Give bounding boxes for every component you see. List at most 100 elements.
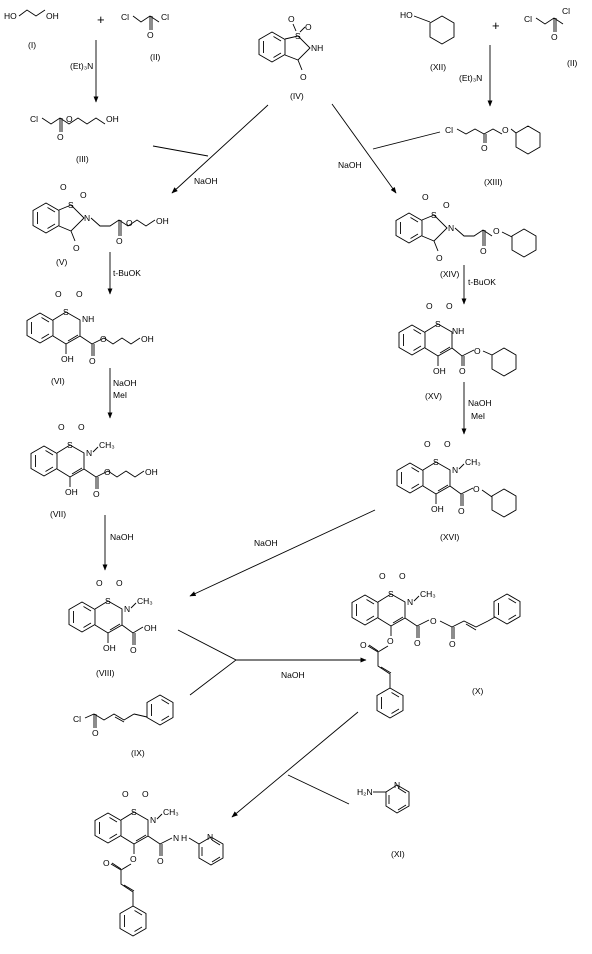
atom-o: O	[473, 484, 480, 494]
atom-o: O	[399, 571, 406, 581]
arrow-XI-joining-line	[287, 774, 350, 805]
atom-o: O	[55, 289, 62, 299]
atom-o: O	[449, 639, 456, 649]
atom-oh: OH	[431, 504, 444, 514]
atom-oh: OH	[156, 216, 169, 226]
compound-saccharin: S O O NH O (IV)	[258, 14, 323, 101]
atom-o: O	[481, 143, 488, 153]
atom-n: N	[150, 815, 156, 825]
atom-o: O	[89, 356, 96, 366]
atom-o: O	[142, 789, 149, 799]
atom-n: N	[452, 465, 458, 475]
arrow-XVI-to-VIII	[189, 509, 376, 597]
atom-oh: OH	[65, 487, 78, 497]
compound-final-product: S O O N CH₃ O O O N H N	[94, 789, 224, 937]
label-compound-XIV: (XIV)	[440, 269, 460, 279]
atom-oh: OH	[144, 623, 157, 633]
atom-s: S	[105, 596, 111, 606]
atom-cl: Cl	[562, 6, 570, 16]
atom-o: O	[424, 439, 431, 449]
label-compound-III: (III)	[76, 154, 89, 164]
atom-o: O	[96, 578, 103, 588]
atom-o: O	[73, 243, 80, 253]
atom-o: O	[126, 218, 133, 228]
atom-o: O	[444, 439, 451, 449]
atom-cl: Cl	[161, 12, 169, 22]
reagent-naoh-right: NaOH	[338, 160, 362, 170]
atom-o: O	[66, 114, 73, 124]
compound-IX: Cl O (IX)	[73, 694, 174, 758]
reagent-triethylamine-right: (Et)₃N	[459, 73, 482, 83]
compound-X: S O O N CH₃ O O O O O (X)	[351, 571, 521, 719]
label-compound-XIII: (XIII)	[484, 177, 503, 187]
label-compound-VII: (VII)	[50, 509, 66, 519]
atom-s: S	[433, 457, 439, 467]
atom-o: O	[436, 253, 443, 263]
atom-o: O	[116, 578, 123, 588]
reagent-mei-left: MeI	[113, 390, 127, 400]
atom-o: O	[78, 422, 85, 432]
atom-o: O	[480, 246, 487, 256]
atom-oh: OH	[141, 334, 154, 344]
atom-ch3: CH₃	[163, 807, 179, 817]
atom-o: O	[493, 226, 500, 236]
arrow-convergence-bracket	[177, 629, 237, 696]
atom-s: S	[67, 440, 73, 450]
reagent-naoh-hydrolysis-right: NaOH	[254, 538, 278, 548]
compound-VII: S O O N CH₃ OH O O OH (VII)	[30, 422, 158, 519]
compound-chloroacetyl-chloride-right: Cl O Cl (II)	[524, 6, 578, 68]
atom-o: O	[422, 192, 429, 202]
atom-s: S	[63, 307, 69, 317]
arrow-III-joining-line	[152, 145, 209, 157]
plus-sign-right: +	[492, 18, 500, 33]
atom-o: O	[130, 645, 137, 655]
atom-o: O	[116, 236, 123, 246]
label-compound-II: (II)	[150, 52, 161, 62]
atom-o: O	[103, 858, 110, 868]
atom-o: O	[414, 638, 421, 648]
atom-o: O	[80, 190, 87, 200]
compound-cyclohexanol: HO (XII)	[400, 10, 455, 72]
atom-o: O	[458, 506, 465, 516]
atom-o: O	[57, 132, 64, 142]
atom-o: O	[387, 636, 394, 646]
atom-o: O	[379, 571, 386, 581]
atom-ho: HO	[400, 10, 413, 20]
reagent-naoh-left: NaOH	[194, 176, 218, 186]
atom-s: S	[68, 200, 74, 210]
atom-s: S	[388, 589, 394, 599]
compound-XI: H₂N N (XI)	[357, 780, 410, 859]
compound-V: S O O N O O O OH (V)	[32, 182, 169, 267]
label-compound-XI: (XI)	[391, 849, 405, 859]
atom-oh: OH	[106, 114, 119, 124]
atom-oh: OH	[145, 467, 158, 477]
reagent-tbuok-left: t-BuOK	[113, 268, 141, 278]
label-compound-V: (V)	[56, 257, 68, 267]
atom-o: O	[58, 422, 65, 432]
atom-s: S	[295, 31, 301, 41]
atom-n: N	[394, 780, 400, 790]
atom-o: O	[104, 467, 111, 477]
atom-nh: NH	[311, 43, 323, 53]
atom-ch3: CH₃	[420, 589, 436, 599]
atom-cl: Cl	[121, 12, 129, 22]
compound-VI: S O O NH OH O O OH (VI)	[26, 289, 154, 386]
atom-o: O	[446, 301, 453, 311]
atom-o: O	[551, 32, 558, 42]
atom-o: O	[300, 72, 307, 82]
arrow-IV-to-V	[171, 104, 269, 194]
atom-cl: Cl	[445, 125, 453, 135]
label-compound-II-right: (II)	[567, 58, 578, 68]
label-compound-IX: (IX)	[131, 748, 145, 758]
reagent-mei-right: MeI	[471, 411, 485, 421]
atom-cl: Cl	[73, 714, 81, 724]
atom-o: O	[130, 854, 137, 864]
atom-o: O	[430, 616, 437, 626]
atom-oh: OH	[103, 643, 116, 653]
label-compound-XVI: (XVI)	[440, 532, 460, 542]
atom-n: N	[207, 832, 213, 842]
atom-h2n: H₂N	[357, 787, 373, 797]
reagent-triethylamine: (Et)₃N	[70, 61, 93, 71]
atom-oh: OH	[61, 354, 74, 364]
